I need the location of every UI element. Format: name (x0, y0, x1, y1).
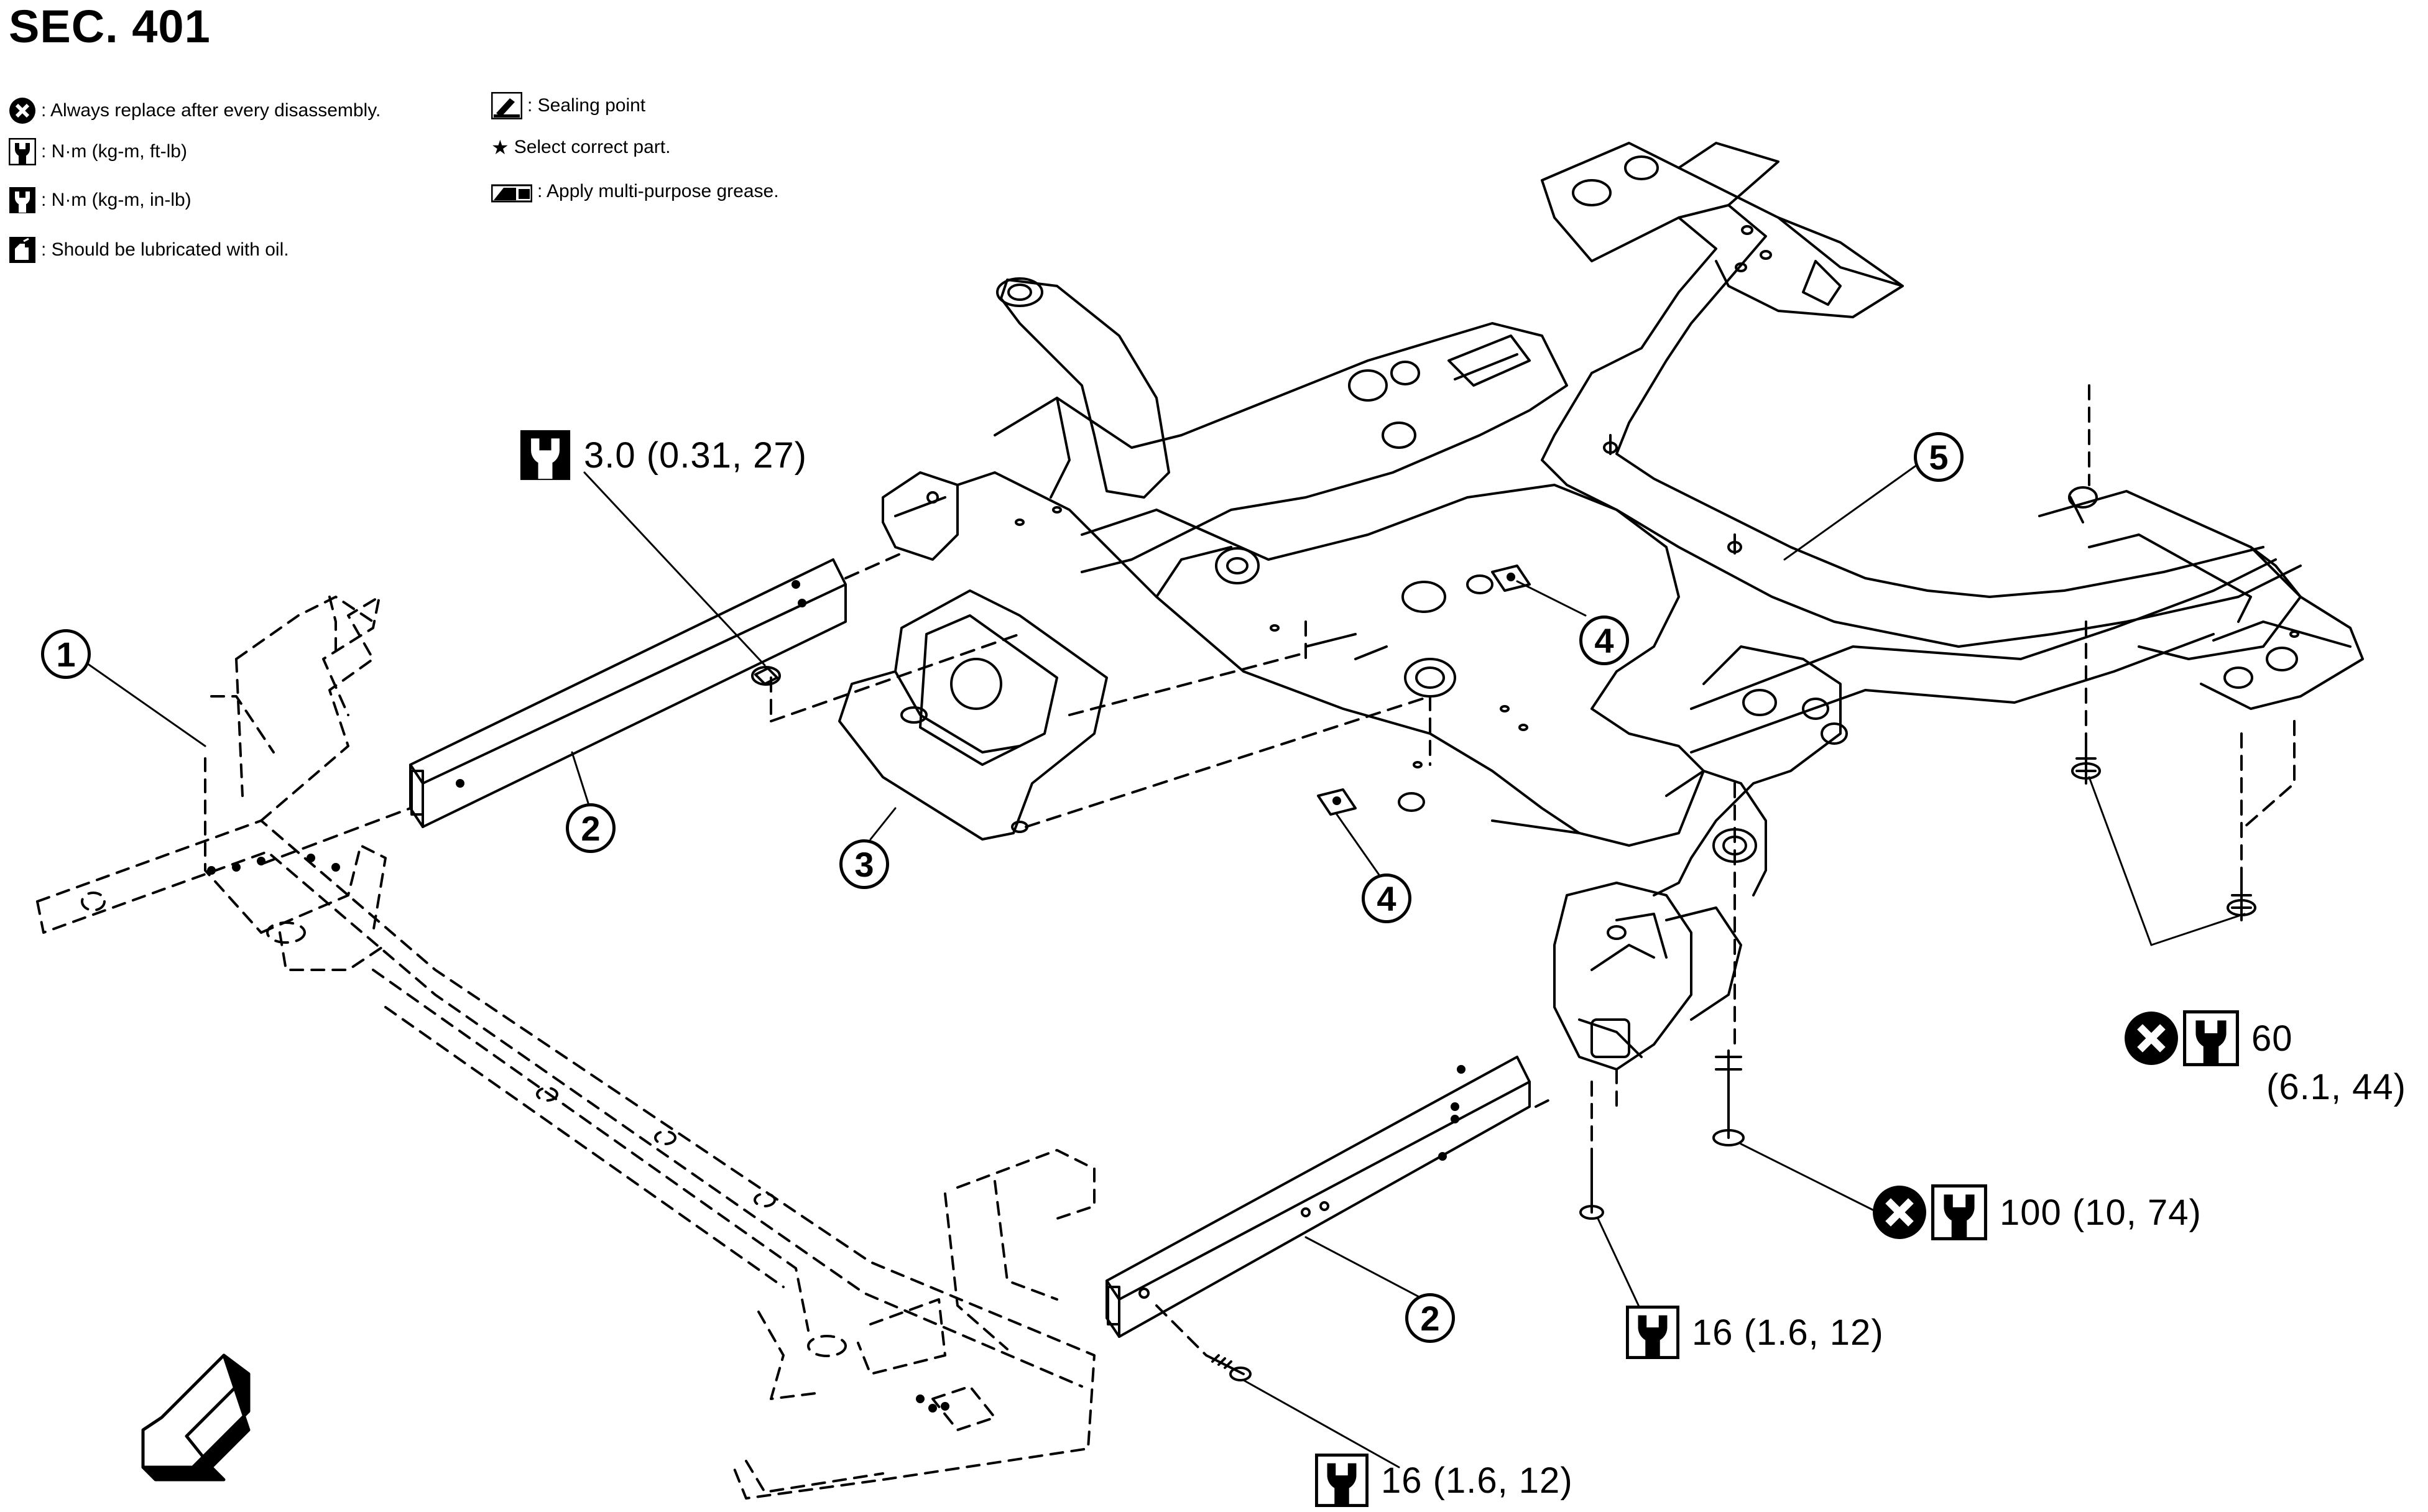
torque-wrench-icon (1626, 1306, 1679, 1359)
bracket-3 (838, 589, 1108, 841)
torque-wrench-icon (1931, 1184, 1987, 1240)
legend-torque-ftlb: : N·m (kg-m, ft-lb) (9, 138, 187, 165)
torque-wrench-inlb-icon (519, 429, 571, 481)
torque-wrench-icon (1315, 1454, 1369, 1507)
torque-spec-16-lower: 16 (1.6, 12) (1315, 1454, 1573, 1507)
callout-3: 3 (839, 839, 889, 889)
legend-grease: : Apply multi-purpose grease. (491, 180, 779, 203)
legend-replace: : Always replace after every disassembly… (9, 97, 381, 124)
torque-spec-100: 100 (10, 74) (1872, 1184, 2202, 1240)
leader-lines (80, 465, 2246, 1468)
replace-x-icon (1872, 1184, 1927, 1240)
replace-x-icon (2123, 1010, 2179, 1066)
bolt-small-center (1579, 1149, 1604, 1220)
torque-spec-16-center: 16 (1.6, 12) (1626, 1306, 1884, 1359)
front-suspension-member-5 (882, 142, 2364, 1071)
sealing-icon (491, 92, 522, 119)
grease-icon (491, 180, 532, 203)
callout-1: 1 (41, 629, 91, 679)
upper-member-2 (409, 558, 847, 828)
bolt-lower-member (1205, 1354, 1252, 1381)
torque-spec-60: 60 (2123, 1010, 2293, 1066)
callout-4-upper: 4 (1579, 615, 1629, 665)
callout-5: 5 (1914, 432, 1964, 482)
clip-4-upper (1491, 565, 1531, 592)
torque-spec-bracket: 3.0 (0.31, 27) (519, 429, 807, 481)
torque-wrench-icon (2183, 1010, 2239, 1066)
direction-arrow-icon (141, 1353, 251, 1482)
section-title: SEC. 401 (9, 1, 211, 52)
bolts-right-pair (2071, 742, 2256, 921)
callout-4-lower: 4 (1362, 874, 1411, 923)
legend-select-part: ★ Select correct part. (491, 136, 671, 159)
star-icon: ★ (491, 136, 509, 159)
torque-spec-60-secondary: (6.1, 44) (2266, 1067, 2406, 1107)
bolt-long-center (1712, 1049, 1745, 1146)
frame-bolts (207, 854, 949, 1413)
assembly-lines (260, 384, 2296, 1357)
lower-member-2 (1106, 1056, 1531, 1338)
oil-can-icon (9, 236, 36, 264)
body-frame-dashed (36, 596, 1096, 1500)
torque-wrench-icon (9, 138, 36, 165)
clip-4-lower (1317, 788, 1357, 816)
replace-x-icon (9, 97, 36, 124)
legend-sealing: : Sealing point (491, 92, 645, 119)
torque-wrench-inlb-icon (9, 187, 36, 214)
callout-2-upper: 2 (566, 803, 616, 853)
callout-2-lower: 2 (1405, 1293, 1455, 1343)
legend-torque-inlb: : N·m (kg-m, in-lb) (9, 187, 192, 214)
bolt-upper-member (751, 666, 781, 686)
legend-oil: : Should be lubricated with oil. (9, 236, 289, 264)
